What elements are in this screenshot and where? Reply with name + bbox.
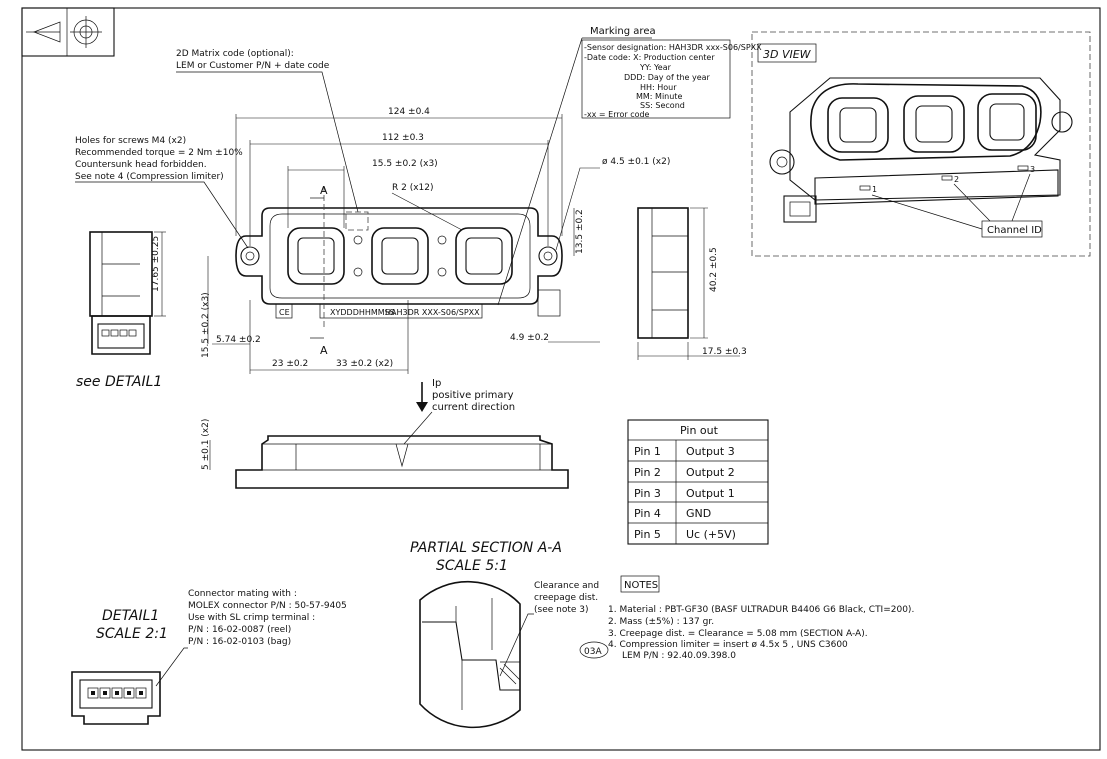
channel-number-3: 3: [1030, 165, 1035, 174]
notes-title: NOTES: [624, 580, 658, 591]
section-marker-top: A: [320, 184, 328, 197]
pinout-signal-4: GND: [686, 507, 711, 520]
holes-label-1: Holes for screws M4 (x2): [75, 136, 186, 146]
date-marking-text: XYDDDHHMMSS: [330, 308, 395, 317]
marking-line-6: MM: Minute: [636, 92, 682, 101]
marking-line-7: SS: Second: [640, 101, 685, 110]
connector-line-5: P/N : 16-02-0103 (bag): [188, 637, 291, 647]
dim-r2: R 2 (x12): [392, 183, 434, 193]
see-detail-label: see DETAIL1: [76, 374, 162, 390]
dim-5-74: 5.74 ±0.2: [216, 335, 261, 345]
dim-124: 124 ±0.4: [388, 107, 430, 117]
current-direction-label: current direction: [432, 402, 515, 413]
marking-line-2: -Date code: X: Production center: [584, 53, 715, 62]
pinout-signal-5: Uc (+5V): [686, 528, 736, 541]
note-5: LEM P/N : 92.40.09.398.0: [622, 651, 736, 661]
holes-label-4: See note 4 (Compression limiter): [75, 172, 224, 182]
sensor-3d-render: [769, 77, 1073, 223]
view-3d-title-box: [757, 43, 817, 63]
pinout-pin-4: Pin 4: [634, 507, 661, 520]
pinout-table: [627, 419, 769, 545]
connector-line-3: Use with SL crimp terminal :: [188, 613, 315, 623]
view-3d-title: 3D VIEW: [763, 48, 812, 61]
front-view: [209, 435, 569, 489]
section-marker-bottom: A: [320, 344, 328, 357]
pinout-pin-2: Pin 2: [634, 466, 661, 479]
marking-line-5: HH: Hour: [640, 83, 677, 92]
connector-line-1: Connector mating with :: [188, 589, 297, 599]
current-direction-arrow-icon: [416, 382, 428, 412]
positive-primary-label: positive primary: [432, 390, 514, 401]
detail-connector-view: [71, 671, 161, 725]
dim-17-5: 17.5 ±0.3: [702, 347, 747, 357]
rev-tag: 03A: [584, 647, 602, 657]
channel-number-2: 2: [954, 175, 959, 184]
pinout-signal-1: Output 3: [686, 445, 735, 458]
dim-33: 33 ±0.2 (x2): [336, 359, 393, 369]
marking-area-label: Marking area: [590, 26, 656, 37]
sheet-frame: [21, 7, 1101, 751]
holes-label-2: Recommended torque = 2 Nm ±10%: [75, 148, 243, 158]
dim-40-2: 40.2 ±0.5: [709, 247, 719, 292]
clearance-label-1: Clearance and: [534, 581, 599, 591]
marking-box: [581, 39, 731, 119]
marking-line-1: -Sensor designation: HAH3DR xxx-S06/SPXX: [584, 43, 762, 52]
notes-title-box: [620, 575, 660, 593]
pinout-title: Pin out: [680, 424, 719, 437]
dim-5: 5 ±0.1 (x2): [201, 419, 211, 470]
projection-symbol-icon: [21, 7, 115, 57]
dim-4-9: 4.9 ±0.2: [510, 333, 549, 343]
channel-id-label: Channel ID: [987, 225, 1042, 236]
clearance-label-3: (see note 3): [534, 605, 589, 615]
connector-line-4: P/N : 16-02-0087 (reel): [188, 625, 291, 635]
pinout-pin-5: Pin 5: [634, 528, 661, 541]
matrix-code-label-2: LEM or Customer P/N + date code: [176, 61, 330, 71]
ip-label: Ip: [432, 378, 441, 389]
pinout-pin-3: Pin 3: [634, 487, 661, 500]
dim-23: 23 ±0.2: [272, 359, 308, 369]
left-side-view: [89, 231, 166, 355]
pinout-signal-2: Output 2: [686, 466, 735, 479]
part-marking-text: HAH3DR XXX-S06/SPXX: [385, 308, 480, 317]
rev-tag-ellipse: [579, 641, 609, 659]
right-side-view: [637, 207, 740, 360]
clearance-label-2: creepage dist.: [534, 593, 598, 603]
dim-15-5-h: 15.5 ±0.2 (x3): [372, 159, 438, 169]
note-1: 1. Material : PBT-GF30 (BASF ULTRADUR B4…: [608, 605, 914, 615]
marking-line-8: -xx = Error code: [584, 110, 650, 119]
matrix-code-label-1: 2D Matrix code (optional):: [176, 49, 294, 59]
connector-line-2: MOLEX connector P/N : 50-57-9405: [188, 601, 347, 611]
ce-mark: CE: [279, 308, 290, 317]
top-view: [235, 186, 563, 339]
pinout-pin-1: Pin 1: [634, 445, 661, 458]
view-3d-frame: [751, 31, 1091, 257]
note-3: 3. Creepage dist. = Clearance = 5.08 mm …: [608, 629, 868, 639]
pinout-signal-3: Output 1: [686, 487, 735, 500]
dim-15-5-v: 15.5 ±0.2 (x3): [201, 292, 211, 358]
section-title-1: PARTIAL SECTION A-A: [410, 540, 562, 556]
holes-label-3: Countersunk head forbidden.: [75, 160, 207, 170]
section-title-2: SCALE 5:1: [436, 558, 508, 574]
detail-title-2: SCALE 2:1: [96, 626, 168, 642]
dim-dia-4-5: ø 4.5 ±0.1 (x2): [602, 157, 670, 167]
dim-17-65: 17.65 ±0.25: [151, 236, 161, 292]
dim-112: 112 ±0.3: [382, 133, 424, 143]
note-4: 4. Compression limiter = insert ø 4.5x 5…: [608, 640, 848, 650]
note-2: 2. Mass (±5%) : 137 gr.: [608, 617, 714, 627]
channel-number-1: 1: [872, 185, 877, 194]
dim-13-5: 13.5 ±0.2: [575, 209, 585, 254]
marking-line-3: YY: Year: [639, 63, 672, 72]
partial-section-view: [419, 580, 521, 729]
marking-line-4: DDD: Day of the year: [624, 73, 711, 82]
detail-title-1: DETAIL1: [102, 608, 159, 624]
